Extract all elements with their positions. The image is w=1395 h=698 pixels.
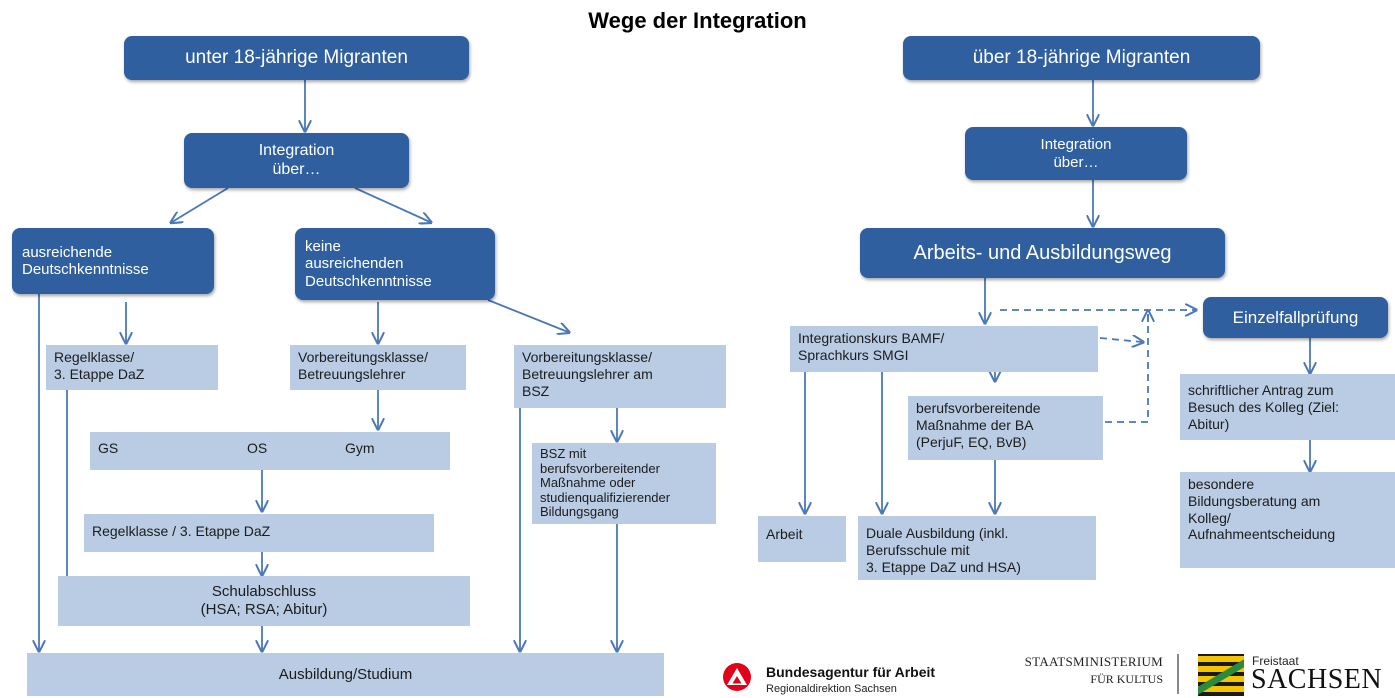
dashed-arrow <box>1099 338 1142 342</box>
smk-line2: FÜR KULTUS <box>1090 672 1163 686</box>
smk-line1: STAATSMINISTERIUM <box>1024 654 1163 669</box>
diagram-title: Wege der Integration <box>588 8 807 33</box>
arbeits-ausbildungsweg: Arbeits- und Ausbildungsweg <box>860 228 1225 278</box>
ba-name: Bundesagentur für Arbeit <box>766 664 936 680</box>
duale-ausbildung-box: Duale Ausbildung (inkl. Berufsschule mit… <box>858 516 1096 580</box>
integration-node-right: Integration über… <box>965 127 1187 180</box>
root-under-18: unter 18-jährige Migranten <box>124 36 469 80</box>
arbeit-box: Arbeit <box>758 516 846 562</box>
arrow <box>354 187 430 222</box>
vorbereitungsklasse-box: Vorbereitungsklasse/ Betreuungslehrer <box>290 345 466 390</box>
vorbereitungsklasse-bsz-box: Vorbereitungsklasse/ Betreuungslehrer am… <box>514 345 726 408</box>
logo-divider <box>1177 654 1179 694</box>
ba-sub: Regionaldirektion Sachsen <box>766 683 897 695</box>
ba-logo-icon <box>723 663 751 691</box>
school-types-box: GS OS Gym <box>90 432 450 470</box>
school-gym: Gym <box>345 440 375 456</box>
regelklasse-box: Regelklasse/ 3. Etappe DaZ <box>46 345 218 390</box>
antrag-kolleg-box: schriftlicher Antrag zum Besuch des Koll… <box>1180 374 1395 440</box>
dashed-connector <box>1105 312 1149 423</box>
bsz-massnahme-box: BSZ mit berufsvorbereitender Maßnahme od… <box>532 443 716 524</box>
integrationskurs-box: Integrationskurs BAMF/ Sprachkurs SMGI <box>790 326 1098 372</box>
arrow <box>172 187 229 222</box>
keine-ausreichenden-deutschkenntnisse: keine ausreichenden Deutschkenntnisse <box>295 228 495 300</box>
freistaat-label: Freistaat <box>1252 654 1299 668</box>
bildungsberatung-box: besondere Bildungsberatung am Kolleg/ Au… <box>1180 472 1395 568</box>
school-gs: GS <box>98 440 119 456</box>
sachsen-coat-of-arms-icon <box>1198 654 1244 696</box>
integration-node-left: Integration über… <box>184 133 409 188</box>
sachsen-label: SACHSEN <box>1251 664 1383 695</box>
ausreichende-deutschkenntnisse: ausreichende Deutschkenntnisse <box>12 228 214 294</box>
einzelfallpruefung: Einzelfallprüfung <box>1203 297 1388 338</box>
root-over-18: über 18-jährige Migranten <box>903 36 1260 80</box>
school-os: OS <box>247 440 268 456</box>
berufsvorbereitende-massnahme-box: berufsvorbereitende Maßnahme der BA (Per… <box>908 396 1103 460</box>
regelklasse-daz-box: Regelklasse / 3. Etappe DaZ <box>84 514 434 552</box>
schulabschluss-box: Schulabschluss (HSA; RSA; Abitur) <box>58 576 470 626</box>
arrow <box>487 299 568 332</box>
ausbildung-studium-box: Ausbildung/Studium <box>27 653 664 696</box>
